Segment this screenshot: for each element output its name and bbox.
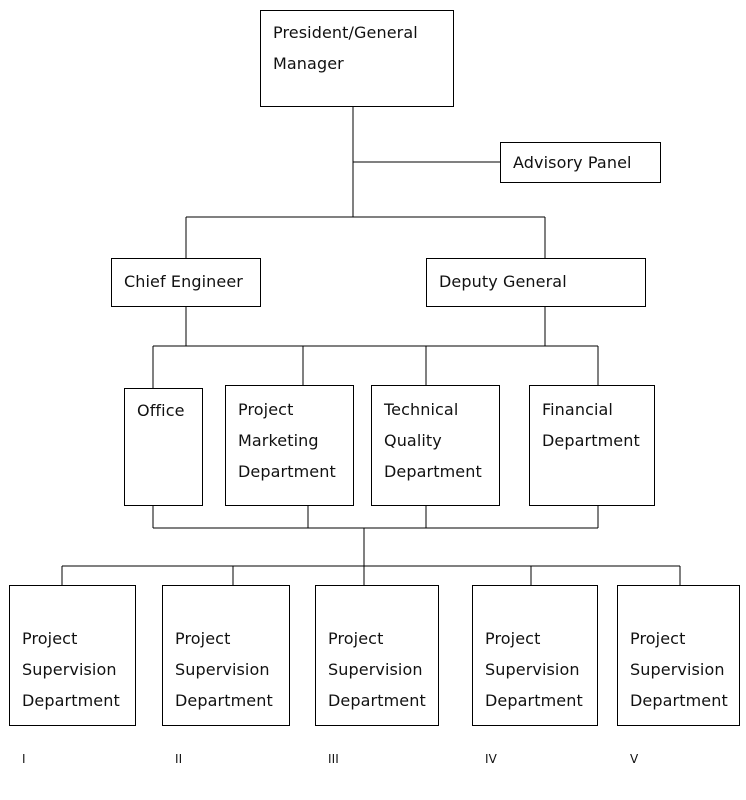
supervision-department-label: Project Supervision Department [328, 629, 426, 710]
supervision-department-numeral: I [22, 752, 26, 766]
supervision-department-box: Project Supervision Department III [315, 585, 439, 766]
connector-lines [61, 107, 681, 585]
supervision-department-box: Project Supervision Department II [162, 585, 290, 766]
project-marketing-box: Project Marketing Department [225, 385, 354, 506]
supervision-department-label: Project Supervision Department [630, 629, 728, 710]
supervision-department-box: Project Supervision Department V [617, 585, 740, 766]
advisory-panel-box: Advisory Panel [500, 142, 661, 183]
supervision-department-box: Project Supervision Department IV [472, 585, 598, 766]
deputy-general-box: Deputy General [426, 258, 646, 307]
supervision-department-label: Project Supervision Department [22, 629, 120, 710]
supervision-department-numeral: IV [485, 752, 497, 766]
technical-quality-box: Technical Quality Department [371, 385, 500, 506]
supervision-department-label: Project Supervision Department [175, 629, 273, 710]
org-chart: President/General Manager Advisory Panel… [9, 10, 740, 766]
financial-department-box: Financial Department [529, 385, 655, 506]
supervision-department-box: Project Supervision Department I [9, 585, 136, 766]
chief-engineer-box: Chief Engineer [111, 258, 261, 307]
supervision-department-numeral: V [630, 752, 639, 766]
president-box: President/General Manager [260, 10, 454, 107]
office-box: Office [124, 388, 203, 506]
supervision-department-label: Project Supervision Department [485, 629, 583, 710]
supervision-department-numeral: II [175, 752, 183, 766]
supervision-department-numeral: III [328, 752, 339, 766]
